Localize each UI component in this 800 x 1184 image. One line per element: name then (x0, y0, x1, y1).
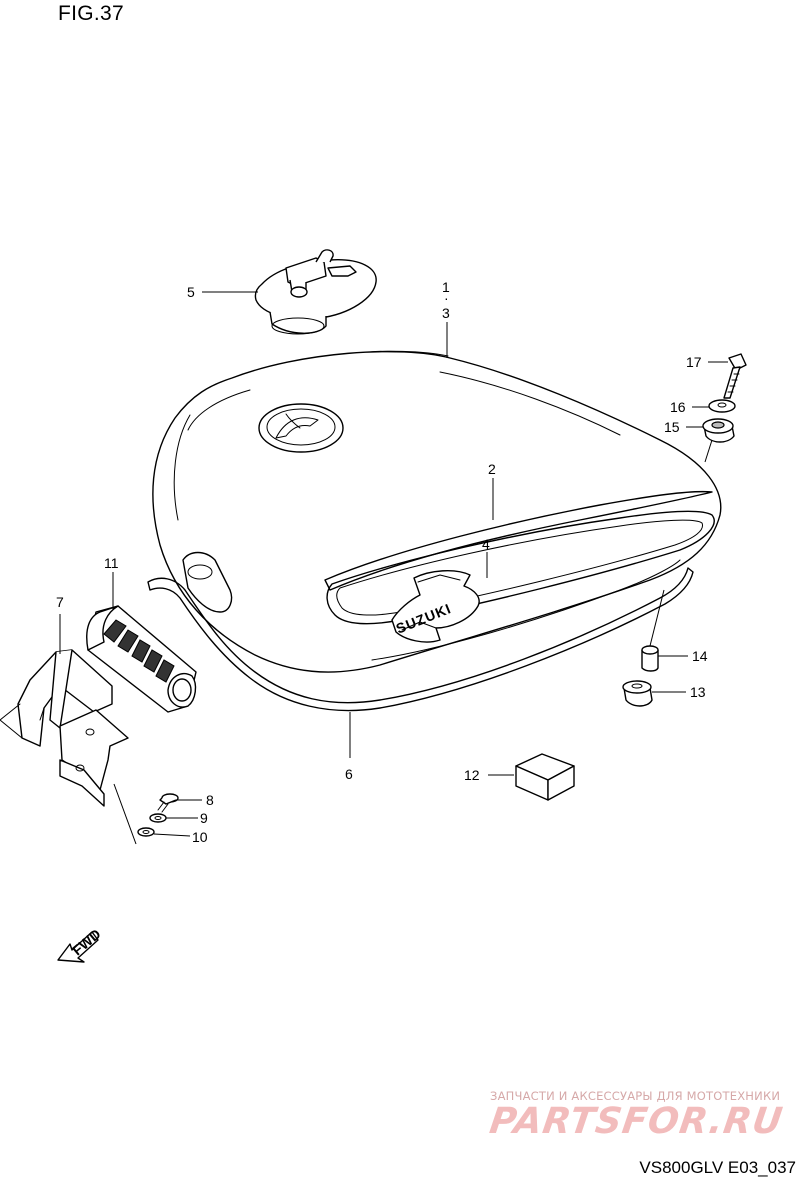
watermark-subtitle: ЗАПЧАСТИ И АКСЕССУАРЫ ДЛЯ МОТОТЕХНИКИ (490, 1089, 781, 1103)
callout-14: 14 (692, 648, 708, 664)
cushion-11[interactable] (86, 605, 197, 713)
cushion-13[interactable] (622, 680, 653, 707)
tank-emblem[interactable]: SUZUKI (391, 570, 480, 643)
callout-8: 8 (206, 792, 214, 808)
tank-trim-strip[interactable] (147, 567, 694, 712)
callout-labels: 1 · 3 2 4 5 6 7 8 9 10 11 12 13 14 15 16… (56, 279, 708, 845)
callout-17: 17 (686, 354, 702, 370)
callout-10: 10 (192, 829, 208, 845)
callout-dot: · (444, 290, 449, 306)
callout-13: 13 (690, 684, 706, 700)
callout-3: 3 (442, 305, 450, 321)
cushion-15[interactable] (702, 418, 735, 443)
fwd-label: FWD (69, 926, 104, 959)
leader-lines (59, 291, 728, 845)
fuel-cap[interactable] (254, 249, 377, 335)
bolt-17[interactable] (723, 353, 747, 399)
callout-7: 7 (56, 594, 64, 610)
callout-5: 5 (187, 284, 195, 300)
washer-10[interactable] (137, 827, 155, 837)
callout-15: 15 (664, 419, 680, 435)
spacer-14[interactable] (641, 645, 659, 672)
callout-16: 16 (670, 399, 686, 415)
callout-4: 4 (482, 536, 490, 552)
callout-11: 11 (104, 555, 119, 571)
washer-16[interactable] (708, 399, 736, 413)
callout-1: 1 (442, 279, 450, 295)
pad-12[interactable] (515, 753, 575, 801)
callout-6: 6 (345, 766, 353, 782)
fuel-tank[interactable] (152, 350, 722, 673)
watermark-brand: PARTSFOR.RU (487, 1101, 786, 1142)
callout-12: 12 (464, 767, 480, 783)
fwd-arrow-icon: FWD (57, 926, 104, 963)
figure-title: FIG.37 (58, 2, 124, 25)
figure-code: VS800GLV E03_037 (639, 1158, 796, 1177)
screw-8[interactable] (157, 793, 179, 813)
washer-9[interactable] (149, 813, 167, 823)
callout-2: 2 (488, 461, 496, 477)
bracket-7[interactable] (0, 649, 129, 807)
callout-9: 9 (200, 810, 208, 826)
